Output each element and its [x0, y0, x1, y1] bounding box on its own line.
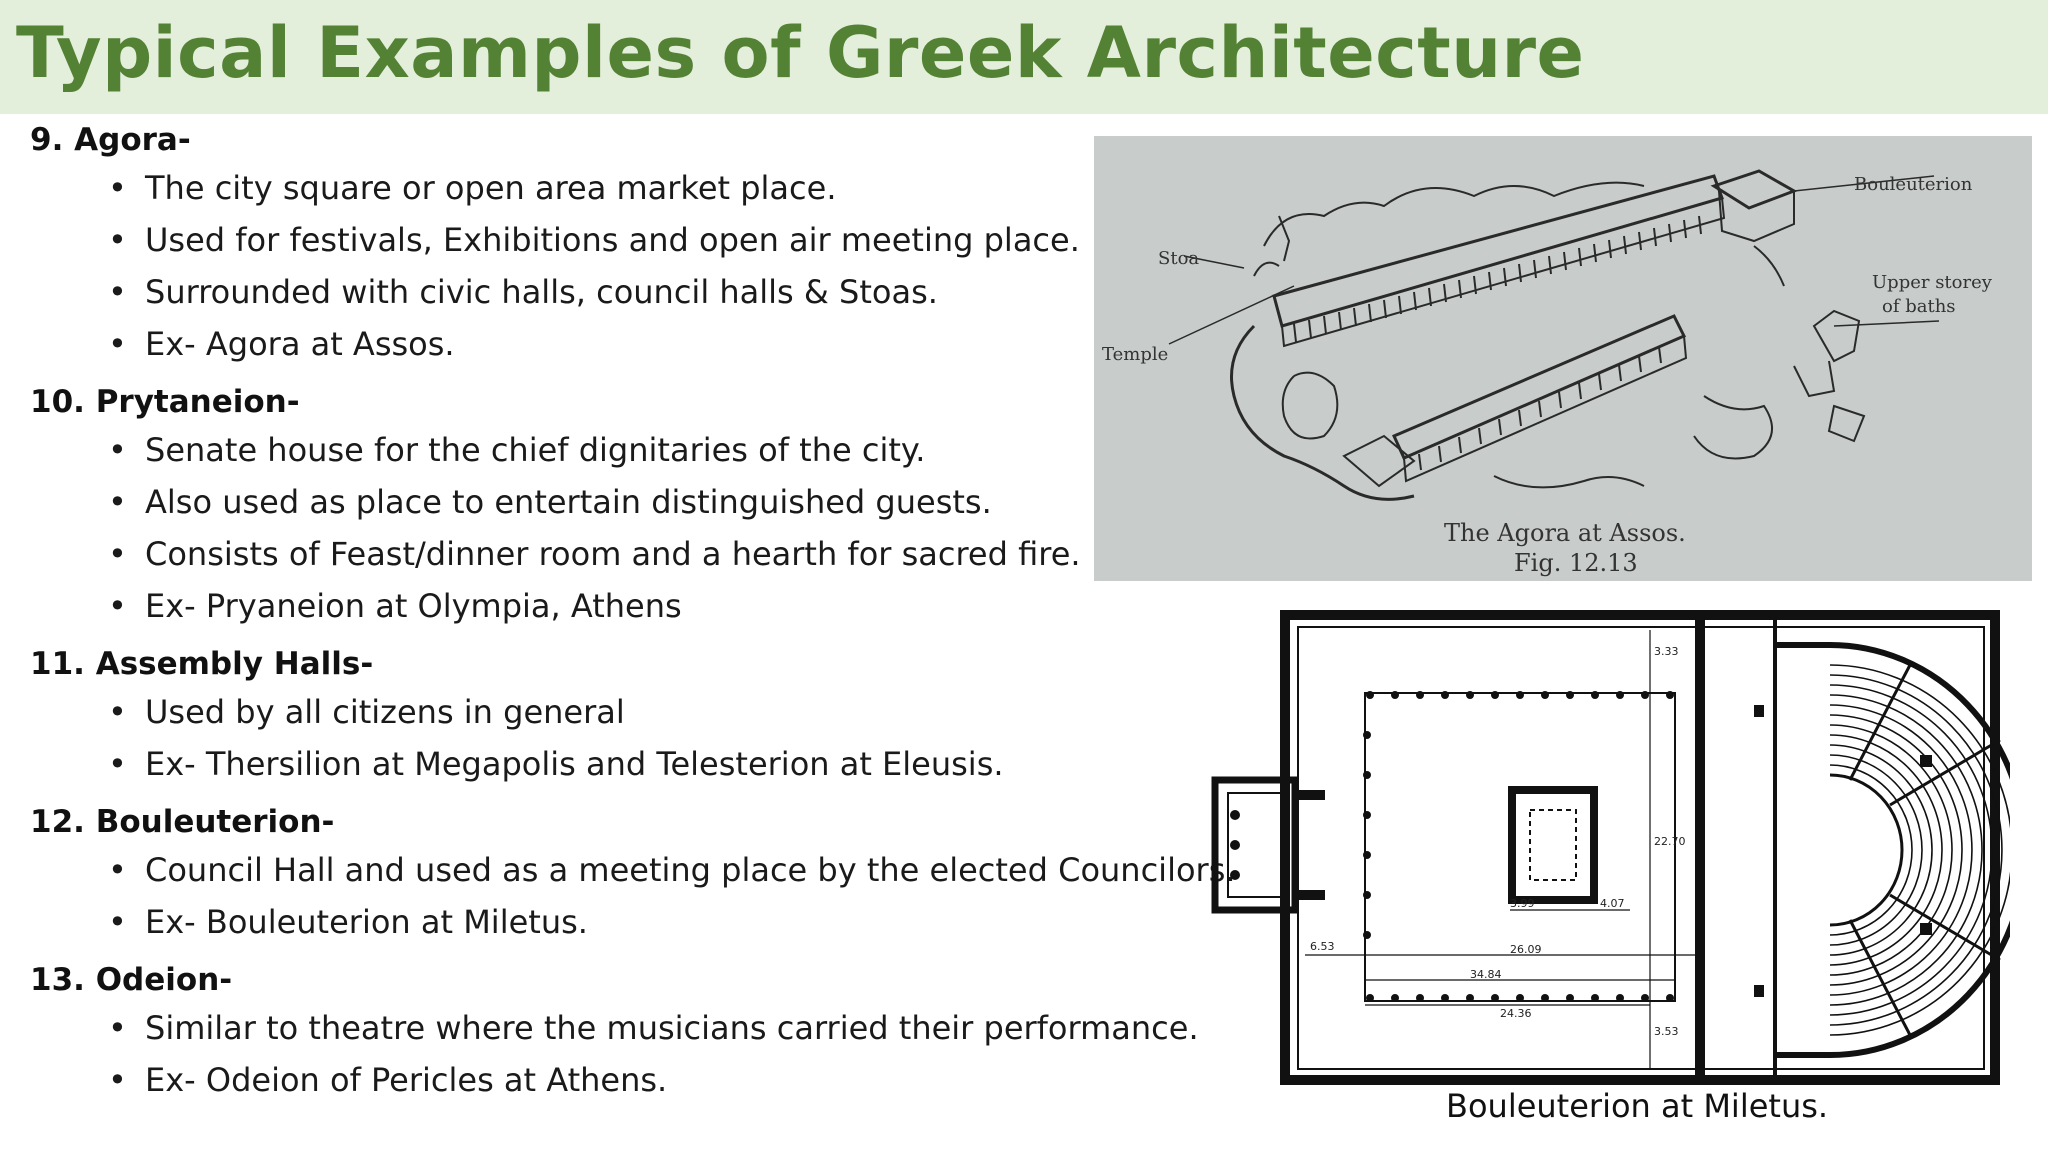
section-heading: 12. Bouleuterion-	[30, 804, 335, 840]
bullet-text: Ex- Thersilion at Megapolis and Telester…	[145, 745, 1004, 783]
list-item: • The city square or open area market pla…	[30, 162, 1210, 214]
bullet-dot: •	[108, 903, 127, 941]
bullet-text: Ex- Bouleuterion at Miletus.	[145, 903, 588, 941]
agora-assos-sketch: Bouleuterion Stoa Upper storey of baths …	[1094, 136, 2032, 581]
plan-dim-7: 22.70	[1654, 835, 1686, 848]
label-stoa: Stoa	[1158, 248, 1199, 269]
list-item: • Ex- Bouleuterion at Miletus.	[30, 896, 1210, 948]
bullet-dot: •	[108, 325, 127, 363]
bullet-dot: •	[108, 431, 127, 469]
bullet-dot: •	[108, 535, 127, 573]
bullet-text: Used by all citizens in general	[145, 693, 625, 731]
label-bouleuterion: Bouleuterion	[1854, 174, 1973, 195]
bullet-dot: •	[108, 1009, 127, 1047]
colonnade	[1230, 691, 1932, 1002]
list-item: • Senate house for the chief dignitaries …	[30, 424, 1210, 476]
bullet-list: • Council Hall and used as a meeting plac…	[30, 844, 1236, 948]
agora-fig-number: Fig. 12.13	[1514, 549, 1638, 577]
plan-dim-5: 24.36	[1500, 1007, 1532, 1020]
bullet-text: Ex- Pryaneion at Olympia, Athens	[145, 587, 682, 625]
list-item: • Ex- Pryaneion at Olympia, Athens	[30, 580, 1210, 632]
bullet-text: Used for festivals, Exhibitions and open…	[145, 221, 1080, 259]
bullet-dot: •	[108, 1061, 127, 1099]
plan-dim-6: 6.53	[1310, 940, 1335, 953]
list-item: • Council Hall and used as a meeting plac…	[30, 844, 1236, 896]
agora-caption: The Agora at Assos.	[1444, 519, 1686, 547]
section-heading: 10. Prytaneion-	[30, 384, 300, 420]
bullet-dot: •	[108, 851, 127, 889]
bullet-text: Council Hall and used as a meeting place…	[145, 851, 1236, 889]
bullet-text: The city square or open area market plac…	[145, 169, 837, 207]
plan-dim-4: 34.84	[1470, 968, 1502, 981]
section-heading: 9. Agora-	[30, 122, 191, 158]
list-item: • Consists of Feast/dinner room and a hea…	[30, 528, 1210, 580]
bullet-dot: •	[108, 169, 127, 207]
bullet-text: Ex- Odeion of Pericles at Athens.	[145, 1061, 668, 1099]
title-bar: Typical Examples of Greek Architecture	[0, 0, 2048, 114]
list-item: • Used for festivals, Exhibitions and ope…	[30, 214, 1210, 266]
bullet-list: • Similar to theatre where the musicians …	[30, 1002, 1210, 1106]
label-temple: Temple	[1102, 344, 1168, 365]
bullet-text: Similar to theatre where the musicians c…	[145, 1009, 1199, 1047]
list-item: • Ex- Odeion of Pericles at Athens.	[30, 1054, 1210, 1106]
section-prytaneion: 10. Prytaneion- • Senate house for the ch…	[30, 380, 1210, 632]
bullet-text: Surrounded with civic halls, council hal…	[145, 273, 938, 311]
list-item: • Used by all citizens in general	[30, 686, 1210, 738]
slide-title: Typical Examples of Greek Architecture	[16, 12, 1585, 94]
bullet-list: • Used by all citizens in general • Ex- Th…	[30, 686, 1210, 790]
agora-sketch-drawing: Bouleuterion Stoa Upper storey of baths …	[1094, 136, 2032, 581]
section-heading: 11. Assembly Halls-	[30, 646, 374, 682]
section-agora: 9. Agora- • The city square or open area …	[30, 118, 1210, 370]
list-item: • Similar to theatre where the musicians …	[30, 1002, 1210, 1054]
bullet-text: Ex- Agora at Assos.	[145, 325, 455, 363]
bullet-dot: •	[108, 693, 127, 731]
section-bouleuterion: 12. Bouleuterion- • Council Hall and used…	[30, 800, 1236, 948]
bouleuterion-plan-drawing: 3.99 4.07 26.09 34.84 24.36 6.53 22.70 3…	[1211, 610, 2028, 1085]
bullet-dot: •	[108, 221, 127, 259]
bullet-dot: •	[108, 483, 127, 521]
bullet-text: Also used as place to entertain distingu…	[145, 483, 992, 521]
list-item: • Surrounded with civic halls, council ha…	[30, 266, 1210, 318]
list-item: • Ex- Agora at Assos.	[30, 318, 1210, 370]
bouleuterion-plan: 3.99 4.07 26.09 34.84 24.36 6.53 22.70 3…	[1210, 605, 2028, 1085]
plan-dim-1: 3.99	[1510, 897, 1535, 910]
slide-content: 9. Agora- • The city square or open area …	[30, 118, 1236, 1116]
bullet-list: • Senate house for the chief dignitaries …	[30, 424, 1210, 632]
list-item: • Ex- Thersilion at Megapolis and Teleste…	[30, 738, 1210, 790]
label-upper-storey: Upper storey	[1872, 272, 1993, 293]
bullet-dot: •	[108, 587, 127, 625]
bullet-dot: •	[108, 745, 127, 783]
bullet-list: • The city square or open area market pla…	[30, 162, 1210, 370]
bullet-text: Senate house for the chief dignitaries o…	[145, 431, 926, 469]
plan-caption: Bouleuterion at Miletus.	[1446, 1087, 1829, 1125]
section-assembly-halls: 11. Assembly Halls- • Used by all citizen…	[30, 642, 1210, 790]
label-of-baths: of baths	[1882, 296, 1956, 317]
plan-dim-2: 4.07	[1600, 897, 1625, 910]
list-item: • Also used as place to entertain disting…	[30, 476, 1210, 528]
section-heading: 13. Odeion-	[30, 962, 233, 998]
plan-dim-8: 3.53	[1654, 1025, 1679, 1038]
plan-dim-3: 26.09	[1510, 943, 1542, 956]
plan-dim-9: 3.33	[1654, 645, 1679, 658]
bullet-text: Consists of Feast/dinner room and a hear…	[145, 535, 1081, 573]
bullet-dot: •	[108, 273, 127, 311]
section-odeion: 13. Odeion- • Similar to theatre where th…	[30, 958, 1210, 1106]
